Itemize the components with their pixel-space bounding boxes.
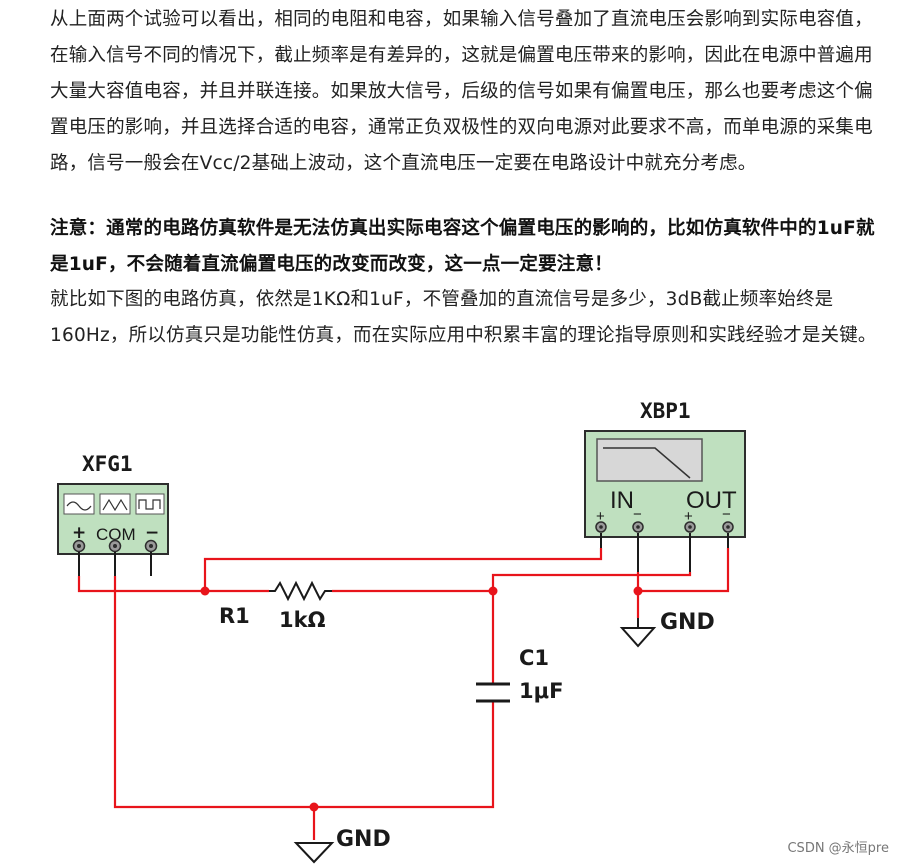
resistor-value-label: 1kΩ <box>279 608 326 632</box>
bode-plotter-name: XBP1 <box>640 399 691 423</box>
square-wave-icon <box>135 493 165 515</box>
function-generator: XFG1 + COM − <box>57 452 169 555</box>
ground-label-right: GND <box>660 610 715 635</box>
bode-out-plus-label: + <box>684 508 693 525</box>
bode-in-minus-label: − <box>633 506 642 523</box>
paragraph-2-note: 注意：通常的电路仿真软件是无法仿真出实际电容这个偏置电压的影响的，比如仿真软件中… <box>50 218 875 275</box>
red-wires <box>77 548 730 840</box>
ground-icon <box>619 627 657 648</box>
bode-in-label: IN <box>610 487 634 514</box>
bode-out-label: OUT <box>686 487 737 514</box>
fg-com-label: COM <box>96 525 136 544</box>
ground-label-bottom: GND <box>336 827 391 852</box>
ground-symbol-right: GND <box>619 610 715 648</box>
bode-out-minus-label: − <box>722 506 731 523</box>
fg-minus-label: − <box>145 523 159 543</box>
capacitor-c1: C1 1μF <box>476 646 563 703</box>
bode-plotter: XBP1 IN OUT + − + − <box>584 399 746 538</box>
watermark: CSDN @永恒pre <box>787 841 889 856</box>
junction-dots <box>200 586 643 812</box>
paragraph-1: 从上面两个试验可以看出，相同的电阻和电容，如果输入信号叠加了直流电压会影响到实际… <box>50 9 873 174</box>
resistor-ref-label: R1 <box>219 604 250 628</box>
fg-plus-label: + <box>72 523 86 543</box>
ground-icon <box>293 842 335 864</box>
resistor-r1: R1 1kΩ <box>219 580 332 632</box>
sine-wave-icon <box>63 493 95 515</box>
lowpass-curve-icon <box>603 447 691 479</box>
paragraph-3: 就比如下图的电路仿真，依然是1KΩ和1uF，不管叠加的直流信号是多少，3dB截止… <box>50 289 877 346</box>
triangle-wave-icon <box>99 493 131 515</box>
capacitor-ref-label: C1 <box>519 646 549 670</box>
function-generator-name: XFG1 <box>82 452 133 476</box>
capacitor-value-label: 1μF <box>519 679 563 703</box>
ground-symbol-bottom: GND <box>293 827 391 864</box>
black-wires <box>78 533 729 576</box>
bode-in-plus-label: + <box>596 508 605 525</box>
